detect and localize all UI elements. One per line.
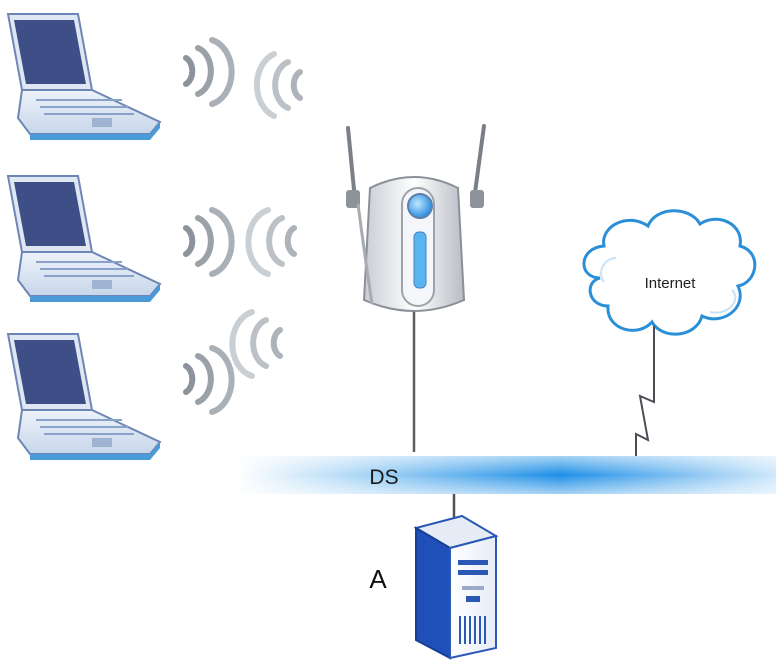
ds-label: DS [369,466,398,489]
access-point-icon [346,124,486,452]
laptop-icon [6,13,162,140]
wireless-signal-icon [183,207,235,277]
wireless-signal-icon [183,37,235,107]
wireless-signal-icon [245,207,297,277]
laptop-icon [6,175,162,302]
laptop-icon [6,333,162,460]
wireless-signal-icon [183,345,235,415]
server-label: A [369,564,387,594]
server-icon [413,494,499,660]
internet-label: Internet [645,275,697,292]
wireless-signal-icon [229,309,283,379]
distribution-system-bar: DS [236,456,776,494]
cloud-icon: Internet [582,209,757,460]
wireless-signal-icon [253,51,303,119]
